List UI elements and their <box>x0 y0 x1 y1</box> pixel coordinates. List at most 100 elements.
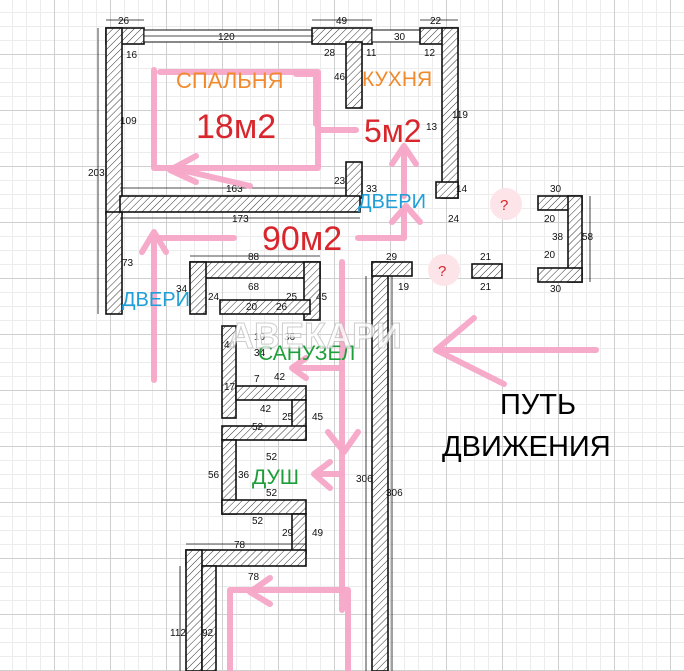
dim-label: 25 <box>286 292 298 303</box>
dim-label: 52 <box>266 452 278 463</box>
dim-label: 38 <box>552 232 564 243</box>
dim-label: 25 <box>282 412 294 423</box>
door-label-1: ДВЕРИ <box>358 191 426 213</box>
dim-label: 24 <box>208 292 220 303</box>
dim-label: 36 <box>238 470 250 481</box>
dim-label: 112 <box>170 628 186 639</box>
arrow-bottom-room <box>227 587 351 671</box>
arrow-kitchen-down <box>293 71 319 127</box>
arrow-corridor-left-head <box>139 229 169 255</box>
dim-label: 26 <box>276 302 288 313</box>
dim-label: 58 <box>582 232 594 243</box>
wall-bath-top <box>189 261 321 279</box>
wall-bracket-bottom <box>537 267 583 283</box>
dim-label: 23 <box>334 176 346 187</box>
dim-label: 163 <box>226 184 243 195</box>
wall-zig-1 <box>221 325 237 419</box>
arrow-kitchen-up-head <box>389 143 419 167</box>
dim-label: 306 <box>356 474 373 485</box>
dim-label: 42 <box>274 372 286 383</box>
dim-label: 19 <box>398 282 410 293</box>
dim-label: 36 <box>284 332 296 343</box>
kitchen-name: КУХНЯ <box>362 68 432 91</box>
wall-bedroom-corridor <box>119 195 361 213</box>
wall-zig-6 <box>221 499 307 515</box>
route-caption-line-1: ПУТЬ <box>500 389 576 421</box>
dim-label: 10 <box>254 332 266 343</box>
dim-label: 16 <box>126 50 138 61</box>
dim-label: 33 <box>366 184 378 195</box>
arrow-bedroom-head <box>167 153 199 185</box>
question-mark-circle-1 <box>490 188 522 220</box>
wall-bottom-top <box>185 549 307 567</box>
arrow-bath-head <box>289 355 309 381</box>
dim-label: 30 <box>550 184 562 195</box>
dim-label: 120 <box>218 32 235 43</box>
corridor-area: 90м2 <box>262 220 342 258</box>
door-label-2: ДВЕРИ <box>122 289 190 311</box>
dim-label: 45 <box>316 292 328 303</box>
dim-label: 21 <box>480 282 492 293</box>
dim-label: 17 <box>224 382 236 393</box>
arrow-down-head <box>325 429 361 455</box>
wall-top-mid <box>311 27 373 45</box>
dim-label: 52 <box>266 488 278 499</box>
dimension-labels: 26 49 22 120 30 16 28 11 12 46 109 119 1… <box>88 16 594 639</box>
dim-label: 52 <box>252 516 264 527</box>
route-caption-line-2: ДВИЖЕНИЯ <box>442 431 611 463</box>
wall-bath-inner <box>219 299 311 315</box>
dim-label: 73 <box>122 258 134 269</box>
arrow-corridor-left <box>151 235 237 383</box>
wall-bottom-inner <box>201 565 217 671</box>
dim-label: 29 <box>282 528 294 539</box>
wall-zig-2 <box>235 385 307 401</box>
wall-kitchen-stub <box>435 181 459 199</box>
question-mark-1: ? <box>500 197 508 214</box>
dim-label: 13 <box>426 122 438 133</box>
dim-label: 20 <box>246 302 258 313</box>
dim-label: 78 <box>248 572 260 583</box>
dim-label: 7 <box>254 374 260 385</box>
dim-label: 29 <box>386 252 398 263</box>
arrow-bottom-head <box>247 575 273 607</box>
kitchen-area: 5м2 <box>364 113 422 149</box>
dim-label: 46 <box>334 72 346 83</box>
dim-label: 306 <box>386 488 403 499</box>
dim-label: 30 <box>550 284 562 295</box>
walls <box>105 27 583 671</box>
dim-label: 21 <box>480 252 492 263</box>
watermark: АВЕКАРИ <box>228 315 402 356</box>
shower-name: ДУШ <box>252 466 299 489</box>
dim-label: 49 <box>312 528 324 539</box>
wall-partition-top <box>345 41 363 109</box>
dim-label: 44 <box>224 340 236 351</box>
dim-label: 78 <box>234 540 246 551</box>
dim-label: 68 <box>248 282 260 293</box>
arrow-corridor-right <box>355 209 407 241</box>
bathroom-name: САНУЗЕЛ <box>258 342 355 365</box>
arrow-door-right <box>389 203 423 225</box>
dim-label: 11 <box>366 48 377 59</box>
wall-zig-4 <box>221 425 307 441</box>
wall-bottom-left <box>185 549 203 671</box>
question-mark-2: ? <box>438 263 446 280</box>
dim-label: 45 <box>312 412 324 423</box>
wall-small-block <box>471 263 503 279</box>
dim-label: 34 <box>254 348 266 359</box>
dim-label: 26 <box>118 16 130 27</box>
dim-label: 92 <box>202 628 214 639</box>
bedroom-name: СПАЛЬНЯ <box>176 68 284 93</box>
dim-label: 49 <box>336 16 348 27</box>
dim-label: 12 <box>424 48 436 59</box>
wall-bath-left <box>189 261 207 315</box>
arrow-bedroom-loop <box>151 67 321 171</box>
arrow-route-caption-head <box>433 315 507 387</box>
wall-corridor-cap <box>371 261 413 277</box>
dim-label: 173 <box>232 214 249 225</box>
dim-label: 24 <box>448 214 460 225</box>
dim-label: 88 <box>248 252 260 263</box>
dim-label: 20 <box>544 250 556 261</box>
dim-label: 30 <box>394 32 406 43</box>
dim-label: 203 <box>88 168 105 179</box>
